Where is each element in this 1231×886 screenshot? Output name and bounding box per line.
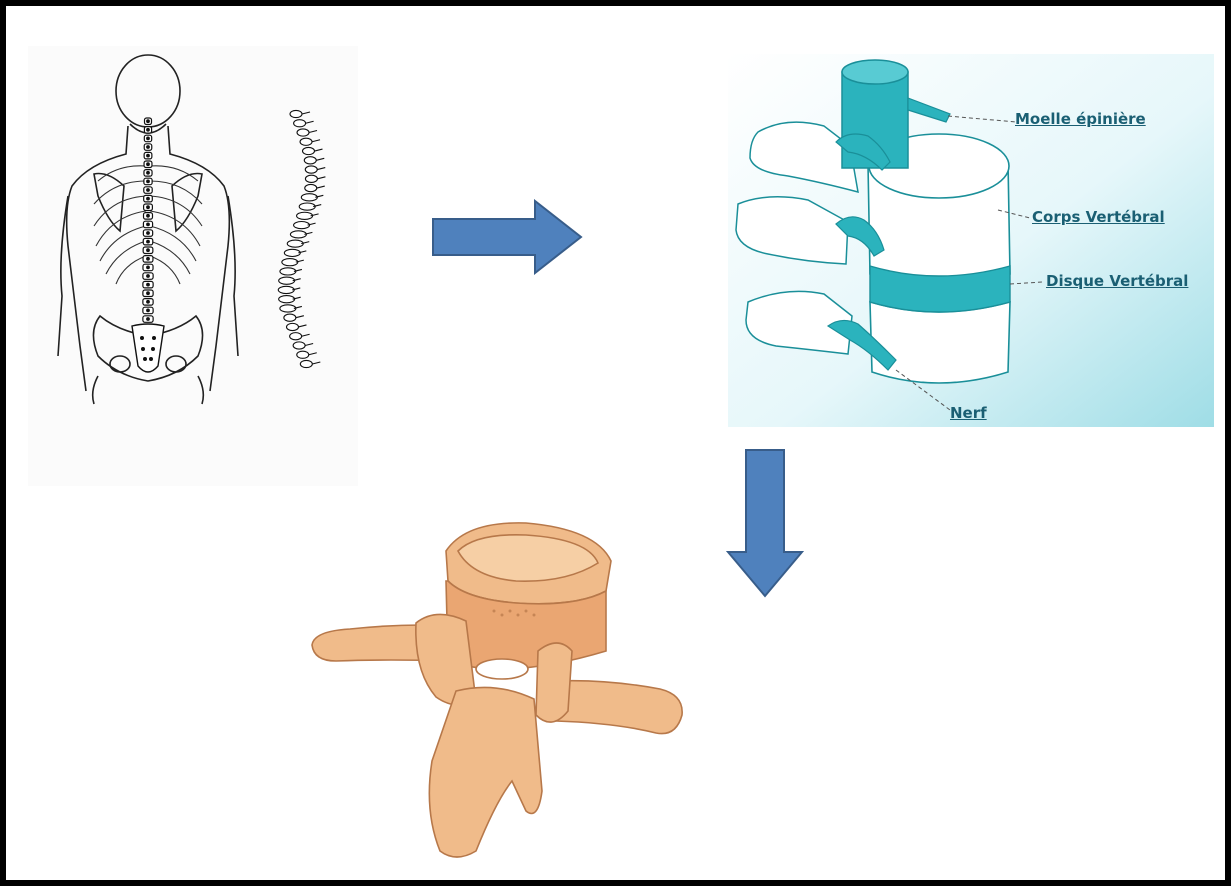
lateral-process-mark bbox=[296, 316, 304, 318]
lateral-vertebra-mark bbox=[305, 166, 317, 173]
lateral-process-mark bbox=[314, 149, 322, 151]
right-body-outline bbox=[168, 126, 229, 391]
lateral-process-mark bbox=[298, 325, 306, 327]
lateral-vertebra-mark bbox=[304, 157, 316, 164]
lateral-vertebra-mark bbox=[294, 120, 306, 127]
vertebra-dot bbox=[147, 258, 150, 261]
vertebra-dot bbox=[147, 309, 150, 312]
vertebra-dot bbox=[147, 197, 150, 200]
left-body-outline bbox=[67, 126, 128, 391]
lateral-vertebra-mark bbox=[297, 351, 309, 358]
lateral-vertebra-mark bbox=[290, 110, 302, 117]
lumbar-vertebra-illustration bbox=[306, 511, 696, 866]
lateral-vertebra-mark bbox=[279, 296, 295, 303]
right-transverse-process bbox=[556, 681, 682, 734]
vertebra-dot bbox=[147, 275, 150, 278]
lateral-process-mark bbox=[317, 177, 325, 179]
lateral-process-mark bbox=[316, 158, 324, 160]
lateral-vertebra-mark bbox=[305, 175, 317, 182]
lateral-vertebra-mark bbox=[293, 342, 305, 349]
vertebra-dot bbox=[147, 146, 150, 149]
vertebra-dot bbox=[147, 301, 150, 304]
lateral-process-mark bbox=[312, 362, 320, 364]
lateral-process-mark bbox=[305, 343, 313, 345]
vertebra-dot bbox=[147, 232, 150, 235]
lateral-vertebra-mark bbox=[278, 286, 294, 293]
lateral-process-mark bbox=[312, 140, 320, 142]
vertebra-dot bbox=[147, 206, 150, 209]
vertebra-dot bbox=[147, 215, 150, 218]
vertebral-foramen bbox=[476, 659, 528, 679]
lateral-process-mark bbox=[309, 353, 317, 355]
lateral-vertebra-mark bbox=[302, 147, 314, 154]
vertebra-dot bbox=[147, 189, 150, 192]
lateral-vertebra-mark bbox=[279, 277, 295, 284]
lateral-vertebra-mark bbox=[294, 222, 310, 229]
vertebra-dot bbox=[147, 172, 150, 175]
vertebra-dot bbox=[147, 223, 150, 226]
spine-segment-diagram: Moelle épinière Corps Vertébral Disque V… bbox=[728, 54, 1214, 427]
label-vertebral-disc: Disque Vertébral bbox=[1046, 272, 1188, 290]
vertebra-dot bbox=[147, 180, 150, 183]
label-spinal-cord: Moelle épinière bbox=[1015, 110, 1146, 128]
arrow-down-icon bbox=[726, 448, 804, 598]
lateral-vertebra-mark bbox=[284, 249, 300, 256]
vertebral-body-lower bbox=[870, 302, 1010, 383]
label-vertebral-body: Corps Vertébral bbox=[1032, 208, 1165, 226]
sacrum bbox=[132, 324, 164, 372]
vertebra-dot bbox=[147, 318, 150, 321]
right-articular-process bbox=[536, 643, 572, 722]
lateral-vertebra-mark bbox=[300, 138, 312, 145]
lateral-process-mark bbox=[302, 334, 310, 336]
lateral-process-mark bbox=[309, 131, 317, 133]
spinous-process bbox=[429, 687, 542, 857]
vertebra-dot bbox=[147, 249, 150, 252]
lateral-vertebra-mark bbox=[299, 203, 315, 210]
spine-lateral-view bbox=[278, 110, 325, 367]
vertebra-dot bbox=[147, 240, 150, 243]
lateral-vertebra-mark bbox=[284, 314, 296, 321]
arrow-right-icon bbox=[431, 199, 583, 275]
lateral-vertebra-mark bbox=[301, 194, 317, 201]
label-nerve: Nerf bbox=[950, 404, 987, 422]
lateral-vertebra-mark bbox=[290, 333, 302, 340]
lateral-vertebra-mark bbox=[280, 268, 296, 275]
lateral-vertebra-mark bbox=[297, 212, 313, 219]
spine-back-view bbox=[143, 118, 153, 322]
lateral-vertebra-mark bbox=[280, 305, 296, 312]
vertebra-dot bbox=[147, 137, 150, 140]
lateral-vertebra-mark bbox=[286, 323, 298, 330]
lateral-process-mark bbox=[306, 121, 314, 123]
lateral-vertebra-mark bbox=[287, 240, 303, 247]
lateral-vertebra-mark bbox=[290, 231, 306, 238]
vertebra-dot bbox=[147, 154, 150, 157]
skull-outline bbox=[116, 55, 180, 127]
lateral-process-mark bbox=[302, 112, 310, 114]
skeleton-illustration bbox=[28, 46, 358, 486]
skeleton-drawing bbox=[28, 46, 358, 486]
lateral-process-mark bbox=[317, 168, 325, 170]
vertebra-dot bbox=[147, 163, 150, 166]
lateral-vertebra-mark bbox=[297, 129, 309, 136]
lateral-vertebra-mark bbox=[282, 259, 298, 266]
vertebra-dot bbox=[147, 266, 150, 269]
vertebra-dot bbox=[147, 292, 150, 295]
lateral-vertebra-mark bbox=[300, 360, 312, 367]
vertebra-dot bbox=[147, 120, 150, 123]
vertebra-dot bbox=[147, 129, 150, 132]
lateral-vertebra-mark bbox=[305, 184, 317, 191]
vertebra-dot bbox=[147, 283, 150, 286]
lateral-process-mark bbox=[317, 186, 325, 188]
